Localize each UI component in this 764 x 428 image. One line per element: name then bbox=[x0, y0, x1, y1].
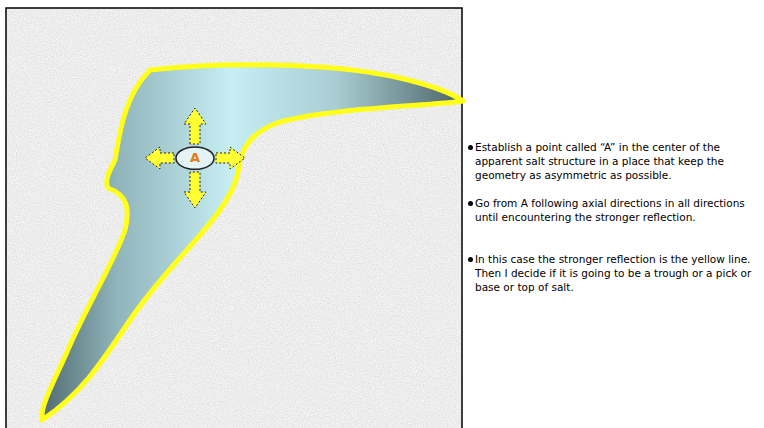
note-text: In this case the stronger reflection is … bbox=[475, 252, 759, 294]
bullet-note: Establish a point called “A” in the cent… bbox=[475, 140, 759, 182]
arrow-right bbox=[216, 147, 245, 169]
arrow-up bbox=[184, 108, 206, 144]
bullet-note: In this case the stronger reflection is … bbox=[475, 252, 759, 294]
point-label: A bbox=[175, 151, 215, 165]
panel-border bbox=[6, 8, 462, 428]
seismic-background bbox=[6, 8, 462, 428]
note-text: Establish a point called “A” in the cent… bbox=[475, 140, 759, 182]
arrow-left bbox=[145, 147, 174, 169]
direction-arrows bbox=[145, 108, 245, 208]
ellipse-outline bbox=[176, 147, 214, 169]
point-marker: A bbox=[175, 146, 215, 170]
bullet-note: Go from A following axial directions in … bbox=[475, 196, 759, 224]
salt-body bbox=[42, 65, 463, 420]
bullet-dot bbox=[468, 201, 473, 206]
bullet-dot bbox=[468, 145, 473, 150]
bullet-dot bbox=[468, 257, 473, 262]
note-text: Go from A following axial directions in … bbox=[475, 196, 759, 224]
arrow-down bbox=[184, 172, 206, 208]
